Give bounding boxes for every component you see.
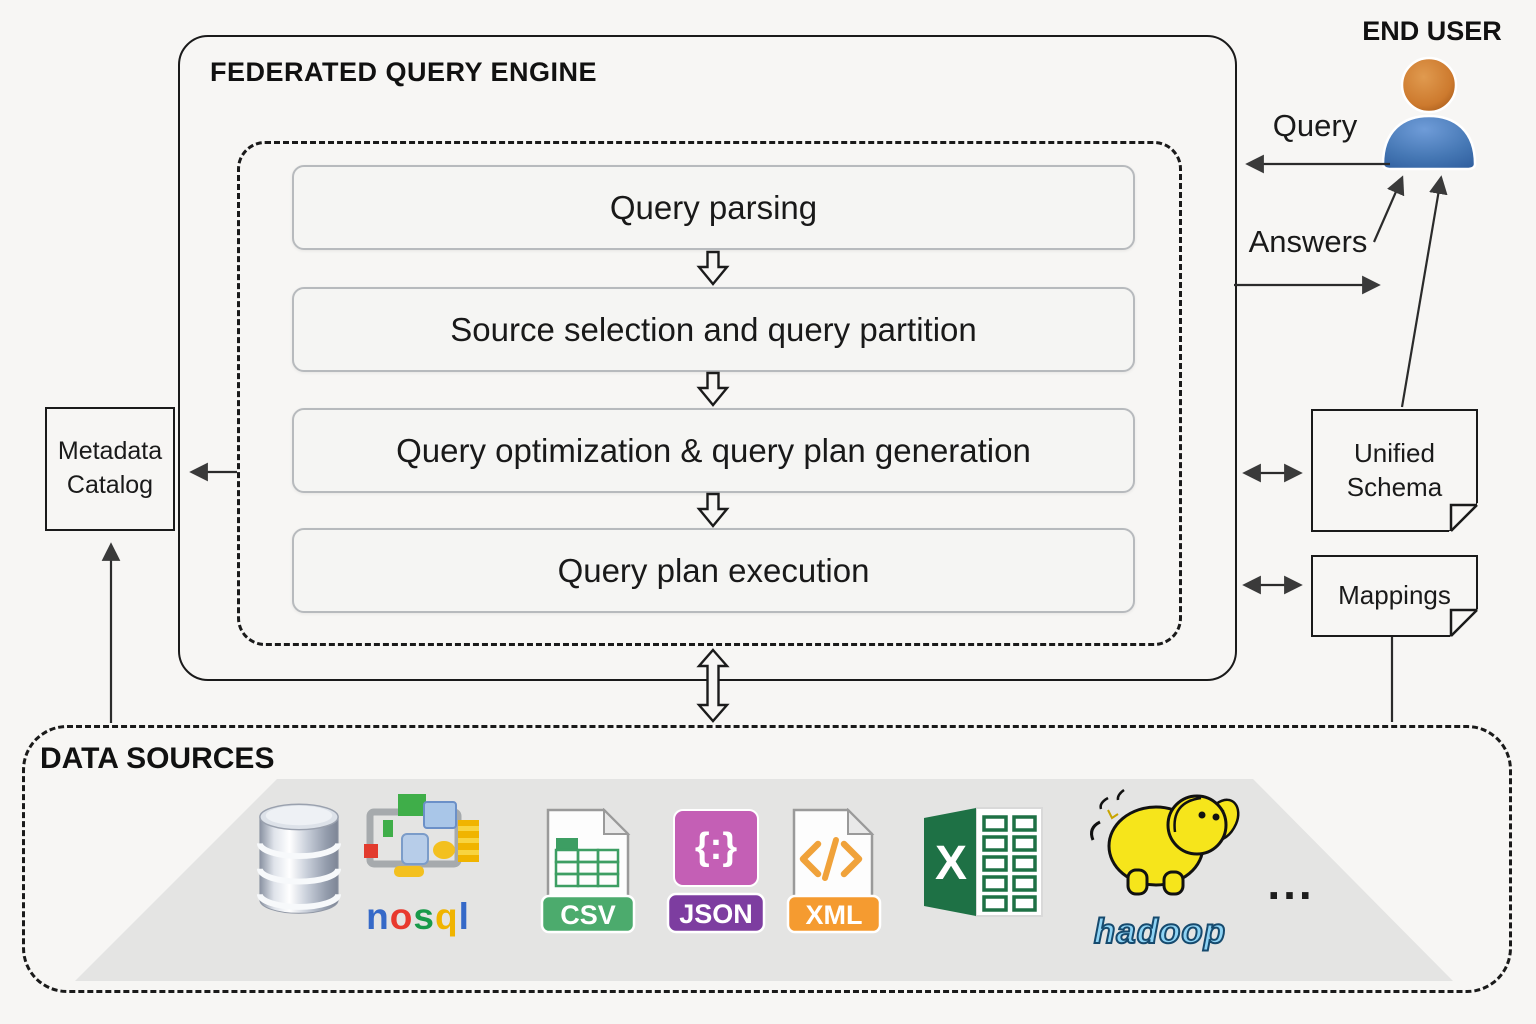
hadoop-elephant xyxy=(1090,788,1240,896)
stage-query-parsing: Query parsing xyxy=(292,165,1135,250)
engine-title: FEDERATED QUERY ENGINE xyxy=(210,57,598,87)
doc-fold-corner xyxy=(1448,607,1479,638)
end-user-label: END USER xyxy=(1362,16,1502,46)
stage-label: Query plan execution xyxy=(557,551,870,589)
more-sources-ellipsis: ... xyxy=(1267,857,1315,909)
csv-label: CSV xyxy=(560,900,616,930)
pipeline-dashed-box xyxy=(237,141,1182,646)
database-icon xyxy=(256,803,342,914)
metadata-catalog-label: Metadata Catalog xyxy=(57,437,163,499)
excel-x-letter: X xyxy=(935,837,967,890)
schema-to-user-arrow xyxy=(1400,175,1448,408)
metadata-catalog-box: Metadata Catalog xyxy=(45,407,175,531)
json-label: JSON xyxy=(679,899,753,929)
csv-file-icon: CSV xyxy=(538,807,638,936)
unified-schema-label: Unified Schema xyxy=(1346,437,1443,502)
nosql-schematic xyxy=(364,794,479,877)
csv-file-shape xyxy=(540,807,636,934)
stage-label: Query optimization & query plan generati… xyxy=(396,431,1031,469)
xml-file-icon: XML xyxy=(786,807,882,936)
doc-fold-corner xyxy=(1448,502,1479,533)
nosql-wordmark: nosql xyxy=(366,896,470,937)
json-file-shape xyxy=(666,809,766,934)
end-user-icon xyxy=(1381,56,1477,171)
stage-query-plan-execution: Query plan execution xyxy=(292,528,1135,613)
hadoop-icon: hadoop xyxy=(1078,782,1242,952)
unified-schema-doc: Unified Schema xyxy=(1311,409,1479,533)
data-sources-box xyxy=(22,725,1512,993)
excel-icon: X xyxy=(924,807,1043,917)
nosql-icon: nosql xyxy=(356,792,480,938)
mappings-doc: Mappings xyxy=(1311,555,1479,638)
json-braces-glyph: {:} xyxy=(694,826,738,868)
stage-label: Source selection and query partition xyxy=(450,310,977,348)
query-flow-label: Query xyxy=(1272,108,1358,143)
xml-file-shape xyxy=(786,807,882,934)
data-sources-title: DATA SOURCES xyxy=(40,742,275,775)
stage-query-optimization: Query optimization & query plan generati… xyxy=(292,408,1135,493)
hadoop-wordmark: hadoop xyxy=(1093,911,1227,952)
stage-label: Query parsing xyxy=(609,188,818,226)
mappings-label: Mappings xyxy=(1338,580,1451,611)
stage-source-selection: Source selection and query partition xyxy=(292,287,1135,372)
xml-label: XML xyxy=(805,900,863,930)
json-file-icon: {:} JSON xyxy=(666,808,766,936)
answers-flow-label: Answers xyxy=(1248,224,1368,259)
